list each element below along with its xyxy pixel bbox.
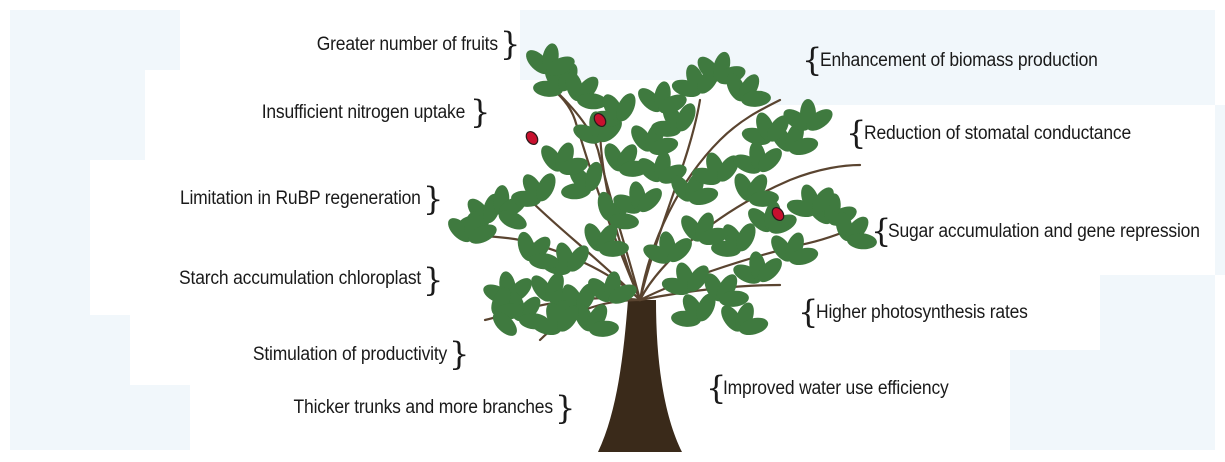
right-effect-label: Sugar accumulation and gene repression <box>888 221 1200 242</box>
left-curly-brace: { <box>846 114 867 152</box>
bg-panel <box>1100 275 1215 450</box>
leaf <box>658 94 687 114</box>
leaf <box>608 284 637 304</box>
leaf <box>688 187 719 206</box>
bg-panel <box>1215 105 1225 275</box>
right-curly-brace: } <box>449 335 470 373</box>
bg-panel <box>10 70 145 160</box>
leaf <box>558 157 589 176</box>
leaf <box>788 247 819 266</box>
right-curly-brace: } <box>423 180 444 218</box>
left-effect-label: Greater number of fruits <box>316 34 498 55</box>
leaf <box>576 93 607 110</box>
leaf <box>667 238 692 263</box>
leaf <box>498 210 527 230</box>
leaf <box>584 161 603 192</box>
left-curly-brace: { <box>706 369 727 407</box>
leaf <box>616 144 638 172</box>
leaf <box>696 293 716 322</box>
leaf <box>676 103 696 132</box>
bg-panel <box>1190 10 1215 105</box>
left-effect-label: Stimulation of productivity <box>252 344 447 365</box>
leaf <box>596 224 618 252</box>
leaf <box>536 173 556 202</box>
leaf <box>812 187 834 214</box>
tree-branch <box>558 93 642 302</box>
leaf <box>598 240 629 257</box>
leaf <box>806 109 833 131</box>
leaf <box>608 213 639 230</box>
leaf <box>738 74 760 102</box>
left-effect-label: Insufficient nitrogen uptake <box>261 102 466 123</box>
right-curly-brace: } <box>500 25 521 63</box>
fruit <box>525 130 539 146</box>
leaf <box>736 223 756 252</box>
right-effect-label: Higher photosynthesis rates <box>816 302 1028 323</box>
bg-panel <box>10 315 130 385</box>
leaf <box>637 188 662 213</box>
leaf <box>746 174 768 202</box>
leaf <box>687 265 709 292</box>
right-curly-brace: } <box>470 93 491 131</box>
bg-panel <box>10 10 180 70</box>
leaf <box>767 115 789 142</box>
leaf <box>492 311 517 336</box>
left-effect-label: Thicker trunks and more branches <box>293 397 554 418</box>
leaf <box>718 290 749 307</box>
leaf <box>738 317 769 336</box>
right-effect-label: Reduction of stomatal conductance <box>864 123 1131 144</box>
bg-panel <box>10 385 190 450</box>
tree-trunk <box>598 300 682 452</box>
leaf <box>757 148 782 173</box>
leaf <box>586 304 608 332</box>
bg-panel <box>760 10 1190 105</box>
left-curly-brace: { <box>871 212 892 250</box>
fruit <box>593 112 607 128</box>
leaf <box>717 155 739 182</box>
right-curly-brace: } <box>423 261 444 299</box>
leaf <box>528 253 559 270</box>
left-effect-label: Starch accumulation chloroplast <box>178 268 421 289</box>
left-curly-brace: { <box>798 293 819 331</box>
bg-panel <box>1010 350 1100 450</box>
right-effect-label: Improved water use efficiency <box>723 378 949 399</box>
leaf <box>648 137 679 156</box>
left-effect-label: Limitation in RuBP regeneration <box>180 188 421 209</box>
bg-panel <box>10 160 90 240</box>
leaf <box>468 224 497 244</box>
leaf <box>588 320 619 337</box>
right-effect-label: Enhancement of biomass production <box>820 50 1098 71</box>
fruit <box>771 206 785 222</box>
leaf <box>567 245 589 272</box>
leaf <box>698 227 729 246</box>
leaf <box>788 137 819 156</box>
leaf <box>846 233 877 250</box>
tree-branch <box>638 98 702 302</box>
leaf <box>616 93 636 122</box>
bg-panel <box>10 240 90 315</box>
leaf <box>557 305 579 332</box>
right-curly-brace: } <box>555 389 576 427</box>
leaf <box>546 56 575 76</box>
leaf <box>757 258 782 283</box>
leaf <box>716 274 738 302</box>
left-curly-brace: { <box>802 41 823 79</box>
leaf <box>740 90 771 107</box>
